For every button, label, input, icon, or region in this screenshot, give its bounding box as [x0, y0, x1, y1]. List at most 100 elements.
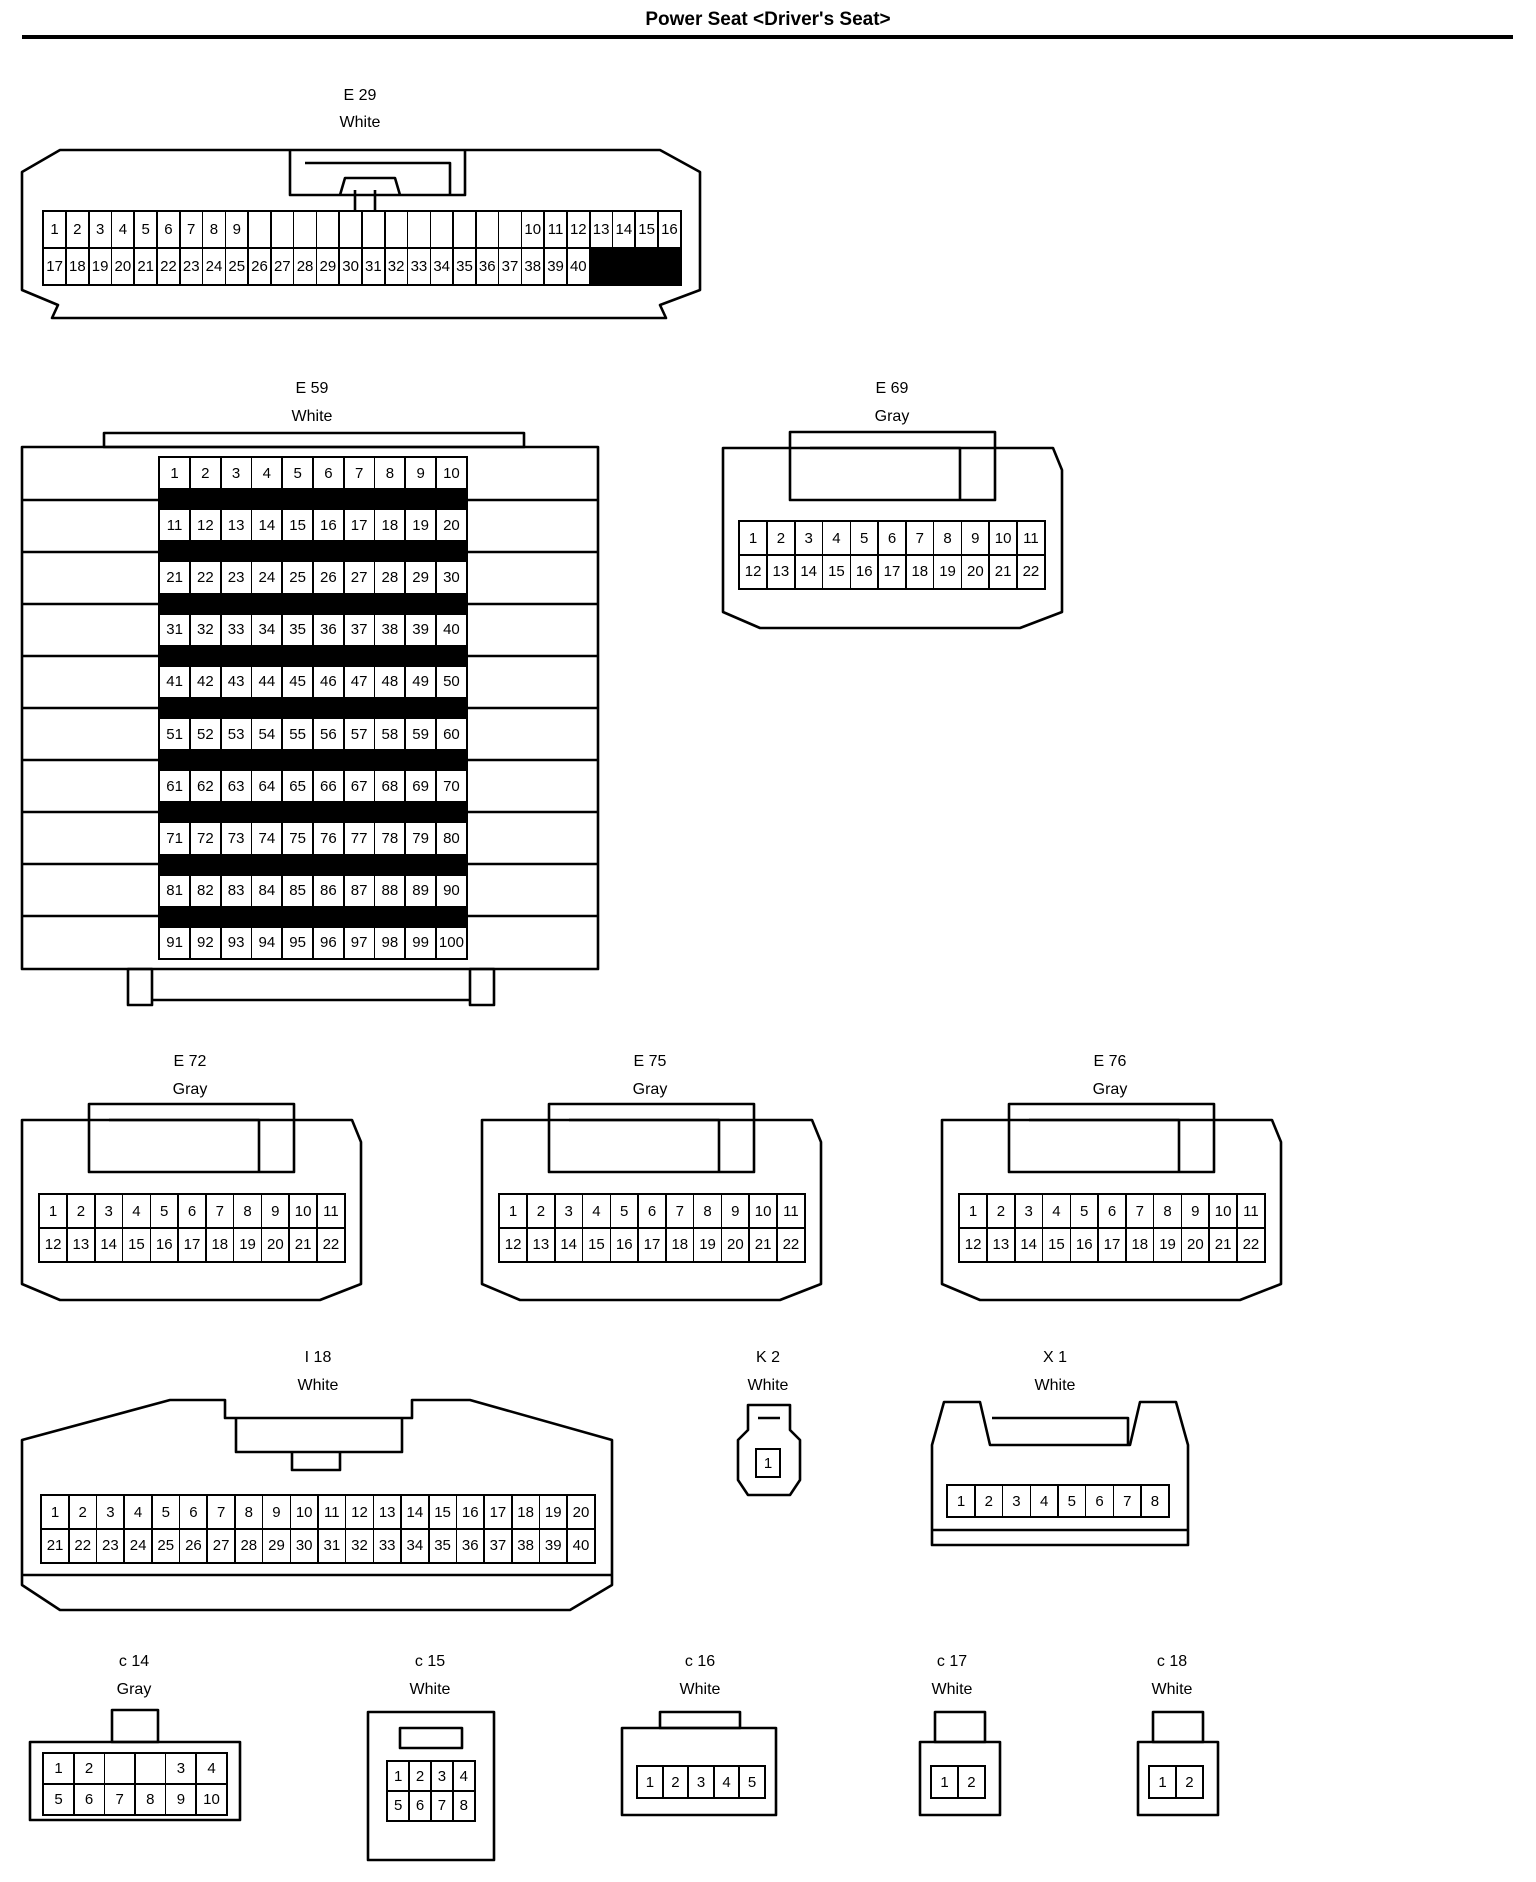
- page-title: Power Seat <Driver's Seat>: [645, 9, 891, 30]
- pin-cell: 67: [344, 771, 374, 802]
- pin-cell: 7: [206, 1195, 233, 1228]
- pin-cell: 13: [767, 555, 794, 588]
- pin-cell: 100: [436, 927, 466, 958]
- pin-cell: 15: [636, 212, 658, 248]
- pin-cell: 8: [934, 522, 961, 555]
- pin-cell: 2: [975, 1486, 1002, 1516]
- pin-cell: 1: [500, 1195, 527, 1228]
- pin-cell: 13: [221, 510, 251, 541]
- connector-c16-name: c 16: [684, 1653, 716, 1670]
- pin-cell: 33: [374, 1529, 401, 1562]
- pin-cell: 39: [540, 1529, 567, 1562]
- connector-x1-name: X 1: [1042, 1349, 1067, 1366]
- connector-e75-color: Gray: [632, 1081, 668, 1098]
- pin-cell: 32: [190, 614, 220, 645]
- pin-cell: 1: [932, 1767, 958, 1797]
- pin-cell: 16: [851, 555, 878, 588]
- pin-cavity: [317, 212, 339, 248]
- pin-cell: 54: [252, 719, 282, 750]
- pin-cell: 2: [67, 1195, 94, 1228]
- pin-cell: 30: [436, 562, 466, 593]
- pin-cell: 70: [436, 771, 466, 802]
- pin-cell: 43: [221, 666, 251, 697]
- pin-cell: 31: [160, 614, 190, 645]
- pin-cell: 10: [1210, 1195, 1237, 1228]
- pin-cell: 17: [484, 1496, 511, 1529]
- pin-cell: 22: [69, 1529, 96, 1562]
- pin-cell: 20: [262, 1228, 289, 1261]
- pin-cell: 12: [40, 1228, 67, 1261]
- pin-cell: 72: [190, 823, 220, 854]
- pin-cavity: [105, 1754, 135, 1784]
- pin-cell: 34: [401, 1529, 428, 1562]
- pin-cell: 52: [190, 719, 220, 750]
- pin-cell: 61: [160, 771, 190, 802]
- pin-cell: 13: [374, 1496, 401, 1529]
- pin-cell: 14: [401, 1496, 428, 1529]
- connector-c15-name: c 15: [414, 1653, 446, 1670]
- pin-cell: 6: [878, 522, 906, 555]
- pin-cell: 1: [44, 212, 66, 248]
- connector-k2-name: K 2: [755, 1349, 780, 1366]
- pin-cell: 12: [500, 1228, 527, 1261]
- pin-cell: 24: [203, 248, 225, 284]
- pin-cell: 64: [252, 771, 282, 802]
- pin-cell: 81: [160, 875, 190, 906]
- connector-k2-color: White: [747, 1377, 789, 1394]
- pin-cell: 2: [190, 458, 220, 489]
- connector-c18-color: White: [1151, 1681, 1193, 1698]
- pin-cell: 59: [406, 719, 436, 750]
- pin-cell: 97: [344, 927, 374, 958]
- pin-cell: 10: [290, 1195, 317, 1228]
- connector-c17-housing: [918, 1710, 1002, 1817]
- pin-cell: 63: [221, 771, 251, 802]
- pin-cell: 4: [714, 1767, 739, 1797]
- connector-k2-pin-grid: 1: [755, 1448, 781, 1478]
- pin-cell: 79: [406, 823, 436, 854]
- pin-cell: 82: [190, 875, 220, 906]
- pin-cell: 25: [226, 248, 248, 284]
- pin-cell: 68: [375, 771, 405, 802]
- pin-cell: 38: [375, 614, 405, 645]
- pin-cell: 17: [878, 555, 906, 588]
- pin-cell: 86: [313, 875, 343, 906]
- pin-cell: 3: [1015, 1195, 1042, 1228]
- pin-cavity: [294, 212, 316, 248]
- pin-cell: 2: [66, 212, 88, 248]
- pin-cell: 16: [1071, 1228, 1098, 1261]
- pin-cell: 22: [157, 248, 180, 284]
- pin-cell: 10: [750, 1195, 777, 1228]
- connector-e29-name: E 29: [343, 87, 377, 104]
- pin-cell: 31: [362, 248, 384, 284]
- pin-cell: 3: [555, 1195, 582, 1228]
- pin-cell: 5: [740, 1767, 764, 1797]
- pin-cell: 8: [235, 1496, 262, 1529]
- pin-cell: 37: [499, 248, 521, 284]
- connector-e76-name: E 76: [1093, 1053, 1127, 1070]
- pin-cell: 66: [313, 771, 343, 802]
- pin-cell: 33: [221, 614, 251, 645]
- pin-cell: 18: [906, 555, 933, 588]
- pin-cell: 20: [962, 555, 989, 588]
- pin-cell: 16: [658, 212, 680, 248]
- pin-cell: 77: [344, 823, 374, 854]
- pin-cell: 2: [767, 522, 794, 555]
- pin-cell: 2: [987, 1195, 1014, 1228]
- pin-cell: 11: [160, 510, 190, 541]
- pin-cell: 1: [757, 1450, 779, 1476]
- pin-cell: 83: [221, 875, 251, 906]
- pin-cell: 27: [271, 248, 293, 284]
- pin-cell: 93: [221, 927, 251, 958]
- pin-cell: 18: [512, 1496, 539, 1529]
- pin-cavity: [135, 1754, 165, 1784]
- pin-cavity: [499, 212, 521, 248]
- pin-cell: 37: [344, 614, 374, 645]
- pin-cell: 7: [180, 212, 202, 248]
- pin-cell: 5: [283, 458, 313, 489]
